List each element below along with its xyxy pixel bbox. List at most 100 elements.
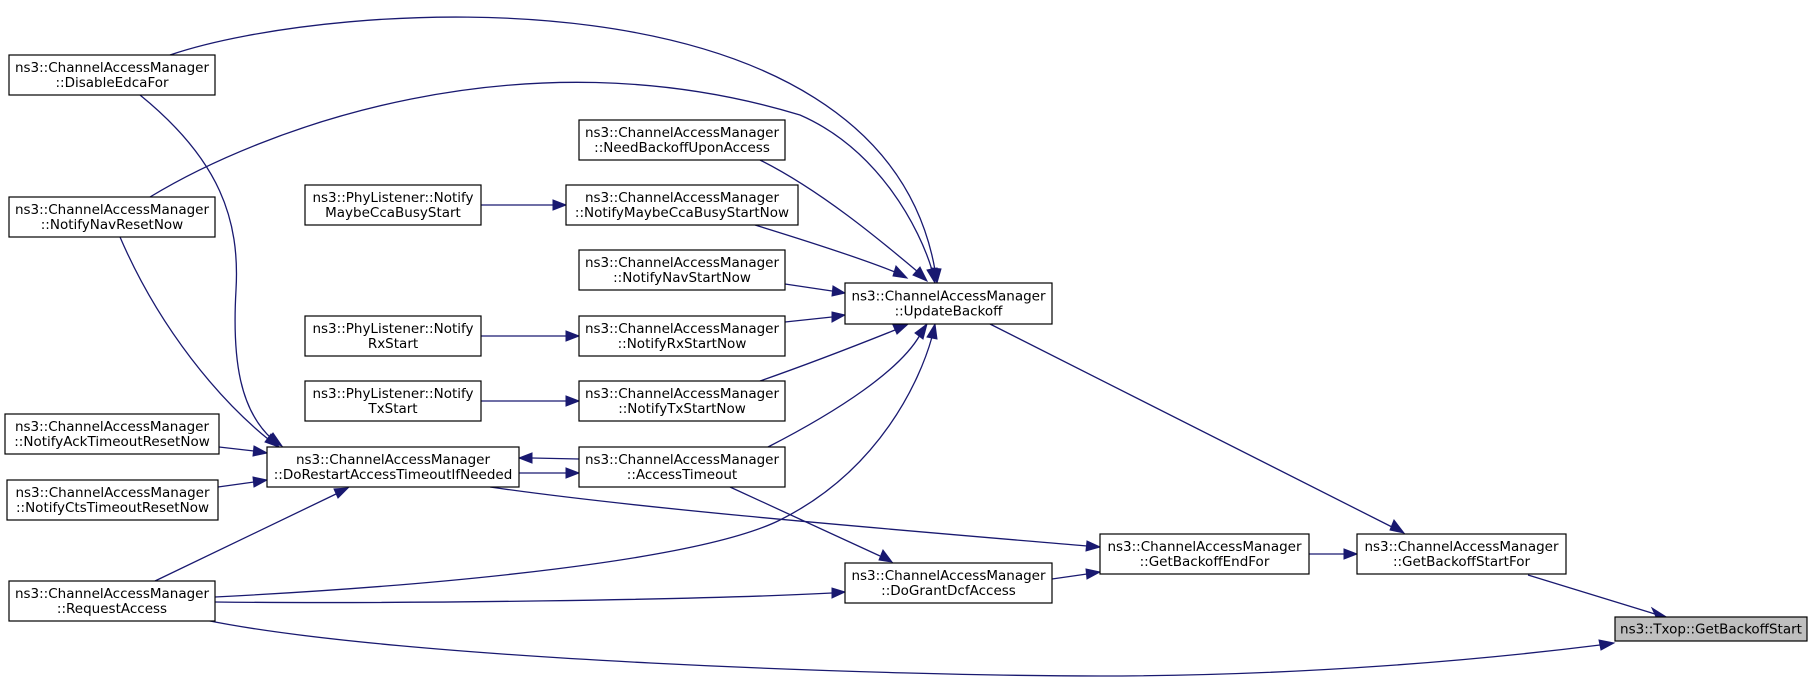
node-label: RxStart xyxy=(368,336,418,352)
node-cam_getbackoffendfor[interactable]: ns3::ChannelAccessManager::GetBackoffEnd… xyxy=(1099,533,1310,575)
node-label: ::NotifyNavStartNow xyxy=(613,270,751,286)
nodes-layer: ns3::Txop::GetBackoffStart ns3::ChannelAc… xyxy=(4,54,1808,642)
node-label: ns3::PhyListener::Notify xyxy=(312,321,473,337)
edge-line xyxy=(139,94,273,440)
arrowhead xyxy=(831,587,847,599)
node-pl_notifytxstart[interactable]: ns3::PhyListener::NotifyTxStart xyxy=(304,380,482,422)
edge-cam_dograntdcfaccess-to-cam_getbackoffendfor xyxy=(1051,568,1102,580)
edge-cam_notifynavreset-to-cam_updatebackoff xyxy=(149,81,938,285)
arrowhead xyxy=(831,285,847,297)
node-pl_notifyrxstart[interactable]: ns3::PhyListener::NotifyRxStart xyxy=(304,315,482,357)
edge-line xyxy=(784,316,833,323)
node-label: ns3::ChannelAccessManager xyxy=(585,386,780,402)
node-label: ns3::ChannelAccessManager xyxy=(585,190,780,206)
node-label: ::NotifyTxStartNow xyxy=(618,401,746,417)
node-label: ns3::ChannelAccessManager xyxy=(585,255,780,271)
node-label: ::NotifyCtsTimeoutResetNow xyxy=(16,500,209,516)
node-box xyxy=(578,380,786,422)
node-txop_getbackoffstart[interactable]: ns3::Txop::GetBackoffStart xyxy=(1614,616,1808,642)
arrowhead xyxy=(565,395,581,407)
edge-pl_notifymaybeccabusy-to-cam_notifymaybeccabusy xyxy=(481,199,568,211)
node-cam_restarttimeout[interactable]: ns3::ChannelAccessManager::DoRestartAcce… xyxy=(266,446,520,488)
arrowhead xyxy=(565,330,581,342)
arrowhead xyxy=(1343,548,1359,560)
node-box xyxy=(1614,616,1808,642)
edge-line xyxy=(767,334,921,448)
node-cam_notifyrxstart[interactable]: ns3::ChannelAccessManager::NotifyRxStart… xyxy=(578,315,786,357)
edge-pl_notifyrxstart-to-cam_notifyrxstart xyxy=(481,330,581,342)
node-cam_requestaccess[interactable]: ns3::ChannelAccessManager::RequestAccess xyxy=(8,580,216,622)
edge-line xyxy=(759,329,896,382)
edge-cam_requestaccess-to-cam_dograntdcfaccess xyxy=(214,587,847,604)
node-cam_notifyctstimeoutreset[interactable]: ns3::ChannelAccessManager::NotifyCtsTime… xyxy=(6,479,219,521)
edge-line xyxy=(729,486,881,557)
node-label: ::GetBackoffEndFor xyxy=(1140,554,1270,570)
node-label: TxStart xyxy=(367,401,417,417)
edge-cam_updatebackoff-to-cam_getbackoffstartfor xyxy=(989,323,1406,534)
node-box xyxy=(578,446,786,488)
node-label: ns3::ChannelAccessManager xyxy=(851,568,1046,584)
node-label: ::NotifyMaybeCcaBusyStartNow xyxy=(575,205,789,221)
node-cam_dograntdcfaccess[interactable]: ns3::ChannelAccessManager::DoGrantDcfAcc… xyxy=(844,562,1053,604)
node-box xyxy=(578,315,786,357)
node-box xyxy=(1356,533,1567,575)
arrowhead xyxy=(252,476,269,488)
edge-cam_notifytxstart-to-cam_updatebackoff xyxy=(759,324,909,382)
node-label: ::DisableEdcaFor xyxy=(55,75,169,91)
arrowhead xyxy=(914,322,928,340)
edge-cam_notifymaybeccabusy-to-cam_updatebackoff xyxy=(754,224,909,279)
edge-cam_notifyctstimeoutreset-to-cam_restarttimeout xyxy=(217,476,269,488)
edge-cam_accesstimeout-to-cam_dograntdcfaccess xyxy=(729,486,894,563)
node-box xyxy=(304,184,482,226)
node-label: ns3::ChannelAccessManager xyxy=(15,485,210,501)
arrowhead xyxy=(912,266,929,282)
arrowhead xyxy=(926,267,938,285)
node-cam_getbackoffstartfor[interactable]: ns3::ChannelAccessManager::GetBackoffSta… xyxy=(1356,533,1567,575)
node-label: ns3::Txop::GetBackoffStart xyxy=(1620,622,1802,638)
node-cam_notifyacktimeoutreset[interactable]: ns3::ChannelAccessManager::NotifyAckTime… xyxy=(4,413,220,455)
node-box xyxy=(8,196,216,238)
node-cam_needbackoff[interactable]: ns3::ChannelAccessManager::NeedBackoffUp… xyxy=(578,119,786,161)
edge-line xyxy=(759,159,919,273)
node-label: ::DoGrantDcfAccess xyxy=(881,583,1016,599)
node-label: ns3::ChannelAccessManager xyxy=(15,60,210,76)
node-label: ::NeedBackoffUponAccess xyxy=(594,140,770,156)
arrowhead xyxy=(264,433,281,448)
node-label: ::AccessTimeout xyxy=(627,467,737,483)
arrowhead xyxy=(831,311,847,323)
edge-line xyxy=(169,16,936,271)
node-cam_notifytxstart[interactable]: ns3::ChannelAccessManager::NotifyTxStart… xyxy=(578,380,786,422)
edges-layer xyxy=(119,16,1670,677)
edge-cam_restarttimeout-to-cam_accesstimeout xyxy=(519,467,581,479)
node-pl_notifymaybeccabusy[interactable]: ns3::PhyListener::NotifyMaybeCcaBusyStar… xyxy=(304,184,482,226)
edge-cam_notifyacktimeoutreset-to-cam_restarttimeout xyxy=(218,445,269,457)
node-label: ::NotifyAckTimeoutResetNow xyxy=(14,434,210,450)
arrowhead xyxy=(878,548,894,563)
arrowhead xyxy=(517,452,533,464)
edge-cam_restarttimeout-to-cam_getbackoffendfor xyxy=(489,486,1102,552)
node-label: ns3::PhyListener::Notify xyxy=(312,386,473,402)
node-cam_notifymaybeccabusy[interactable]: ns3::ChannelAccessManager::NotifyMaybeCc… xyxy=(565,184,799,226)
node-box xyxy=(8,54,216,96)
edge-cam_accesstimeout-to-cam_updatebackoff xyxy=(767,322,928,448)
edge-cam_getbackoffendfor-to-cam_getbackoffstartfor xyxy=(1309,548,1359,560)
node-label: ::NotifyRxStartNow xyxy=(618,336,747,352)
node-label: ns3::ChannelAccessManager xyxy=(15,202,210,218)
node-label: ns3::ChannelAccessManager xyxy=(851,289,1046,305)
node-cam_disableedcafor[interactable]: ns3::ChannelAccessManager::DisableEdcaFo… xyxy=(8,54,216,96)
edge-line xyxy=(214,592,833,604)
arrowhead xyxy=(552,199,568,211)
node-box xyxy=(4,413,220,455)
edge-line xyxy=(531,457,580,460)
edge-cam_notifynavstart-to-cam_updatebackoff xyxy=(784,283,847,297)
node-cam_accesstimeout[interactable]: ns3::ChannelAccessManager::AccessTimeout xyxy=(578,446,786,488)
node-cam_notifynavreset[interactable]: ns3::ChannelAccessManager::NotifyNavRese… xyxy=(8,196,216,238)
node-cam_updatebackoff[interactable]: ns3::ChannelAccessManager::UpdateBackoff xyxy=(844,282,1053,325)
arrowhead xyxy=(1085,540,1102,552)
arrowhead xyxy=(892,265,909,279)
edge-cam_requestaccess-to-txop_getbackoffstart xyxy=(204,619,1616,677)
edge-line xyxy=(754,224,896,273)
node-box xyxy=(8,580,216,622)
edge-pl_notifytxstart-to-cam_notifytxstart xyxy=(481,395,581,407)
node-cam_notifynavstart[interactable]: ns3::ChannelAccessManager::NotifyNavStar… xyxy=(578,249,786,291)
